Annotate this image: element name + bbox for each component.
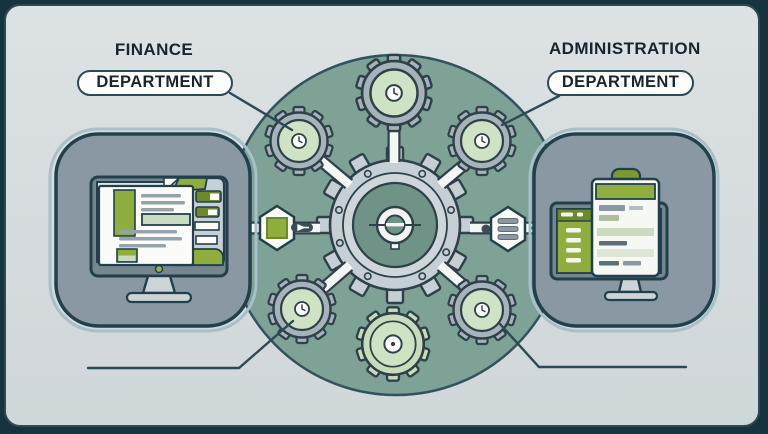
hexagon-cube-badge-icon xyxy=(258,204,313,252)
satellite-gear-icon xyxy=(263,105,335,177)
finance-department-badge: DEPARTMENT xyxy=(77,70,233,96)
administration-department-badge: DEPARTMENT xyxy=(547,70,694,96)
finance-monitor-dashboard-icon xyxy=(89,175,229,304)
clock-gear-icon xyxy=(354,53,434,133)
central-gear-hub-icon xyxy=(315,145,475,305)
connector-lines xyxy=(86,91,688,370)
green-gear-icon xyxy=(354,305,432,383)
finance-title: FINANCE xyxy=(114,40,194,59)
satellite-gear-icon xyxy=(446,105,518,177)
satellite-gear-icon xyxy=(446,274,518,346)
admin-monitor-clipboard-icon xyxy=(549,167,669,302)
administration-title: ADMINISTRATION xyxy=(549,39,701,58)
hexagon-list-badge-icon xyxy=(481,205,527,253)
